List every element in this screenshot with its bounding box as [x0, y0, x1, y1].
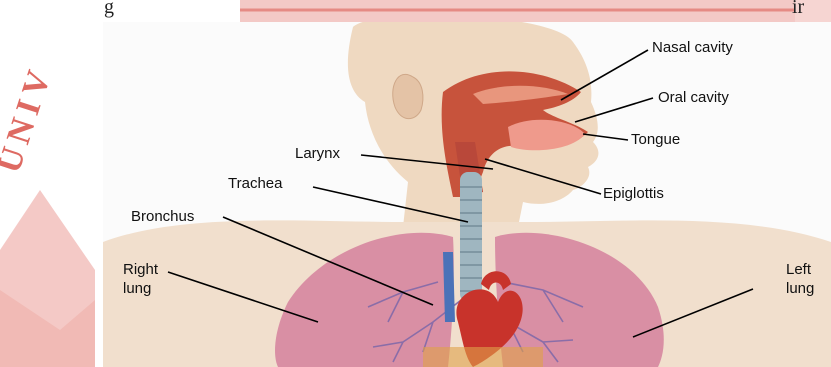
- watermark-text: UNIV: [0, 61, 60, 178]
- anatomy-illustration-panel: Nasal cavity Oral cavity Tongue Larynx E…: [103, 22, 831, 367]
- label-tongue: Tongue: [631, 132, 680, 149]
- label-larynx: Larynx: [295, 146, 340, 163]
- diaphragm-hint: [423, 347, 543, 367]
- trachea-structure: [460, 172, 482, 302]
- label-right-lung-line2: lung: [123, 281, 151, 298]
- caption-fragment-right: ir: [792, 0, 804, 19]
- label-oral-cavity: Oral cavity: [658, 90, 729, 107]
- label-left-lung-line1: Left: [786, 262, 811, 279]
- label-nasal-cavity: Nasal cavity: [652, 40, 733, 57]
- caption-fragment: g: [104, 0, 114, 19]
- anatomy-illustration: [103, 22, 831, 367]
- label-left-lung-line2: lung: [786, 281, 814, 298]
- label-right-lung-line1: Right: [123, 262, 158, 279]
- label-trachea: Trachea: [228, 176, 282, 193]
- label-epiglottis: Epiglottis: [603, 186, 664, 203]
- label-bronchus: Bronchus: [131, 209, 194, 226]
- vena-cava: [443, 252, 455, 322]
- ear: [393, 74, 423, 118]
